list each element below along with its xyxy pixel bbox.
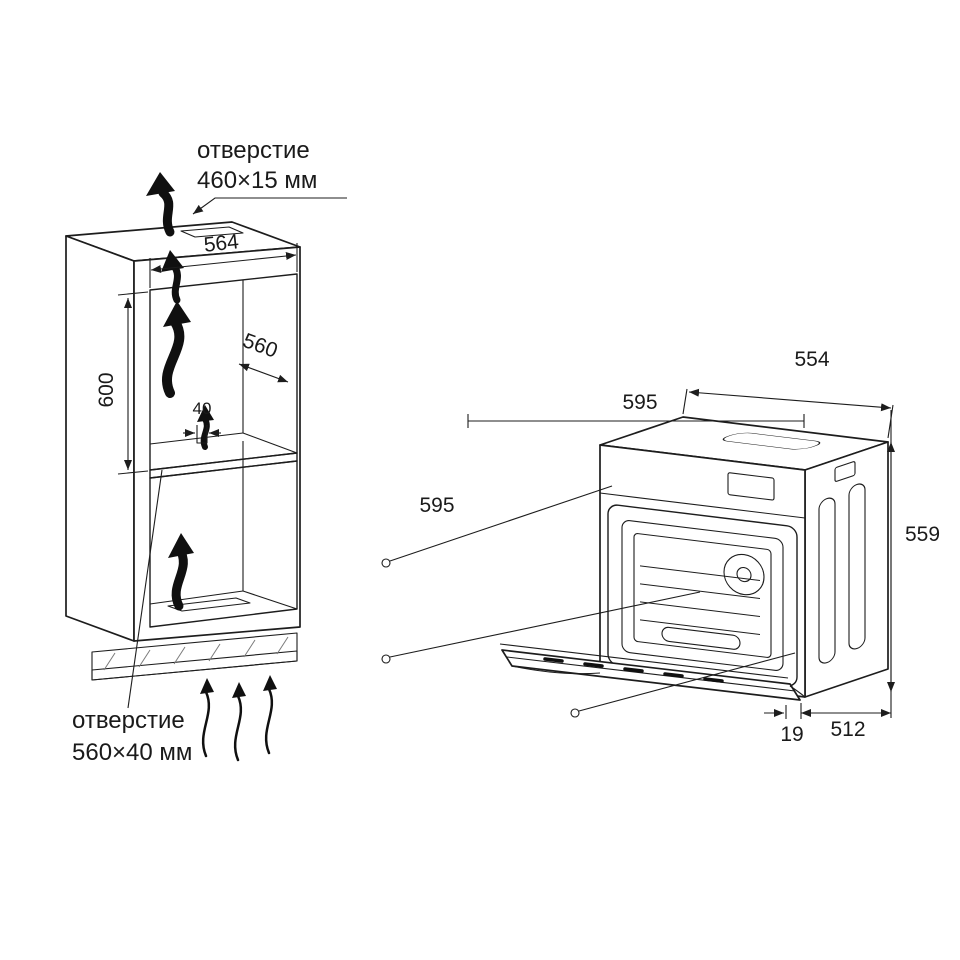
dim-label-19: 19 [780,723,803,746]
convection-fan-icon [723,553,765,596]
dim-label-559: 559 [905,523,940,546]
oven-diagram: 554 595 595 559 512 19 [381,348,940,746]
top-opening-label: отверстие 460×15 мм [192,137,347,215]
door-hinge-curve-left [511,665,601,675]
oven-racks [640,565,760,636]
dimension-front-width: 595 [467,391,805,428]
dim-label-564: 564 [203,230,241,257]
cabinet-diagram: 564 600 560 40 отверстие 460×15 мм отвер… [65,137,347,766]
oven-top-details [722,432,821,450]
oven-door-open [499,643,806,701]
dimension-top-width: 554 [682,348,894,439]
oven-leader-lines [381,485,796,718]
top-vent-recess [722,432,821,450]
oven-side-details [818,461,866,664]
airflow-wave-arrows-icon [200,675,277,762]
side-slot-1 [818,497,836,664]
cabinet-top-vent-slot [180,226,244,238]
plinth-hatching [103,636,289,671]
control-display [727,472,775,501]
dimension-height: 559 [887,410,940,718]
airflow-arrow-gap-icon [197,405,214,450]
door-glass [621,520,784,671]
control-panel-divider [600,492,805,519]
door-vent-slots [543,657,724,683]
bottom-opening-leader-line [127,469,163,709]
dimension-door-thickness: 19 [764,705,804,746]
bottom-opening-text-1: отверстие [72,707,185,734]
dim-label-600: 600 [95,372,118,407]
dimension-depth: 595 [419,494,454,517]
dim-label-512: 512 [830,718,865,741]
top-opening-leader-line [192,197,347,215]
dim-label-595-left: 595 [419,494,454,517]
cabinet-plinth [91,632,298,681]
dim-label-554: 554 [794,348,829,371]
door-hinge-curve-right [789,685,806,698]
dim-label-40: 40 [193,399,212,418]
dimension-back-gap: 40 [183,399,221,444]
door-panel [501,649,801,701]
dimension-base-depth: 512 [800,703,891,741]
bottom-opening-text-2: 560×40 мм [72,739,192,766]
dimension-niche-width: 564 [149,230,298,288]
top-opening-text-1: отверстие [197,137,310,164]
airflow-arrow-top-icon [146,172,175,237]
oven-front-details [600,472,805,687]
airflow-arrow-niche-main-icon [162,301,191,398]
oven-cavity [633,533,772,658]
dimension-niche-height: 600 [95,291,149,475]
dim-label-595-top: 595 [622,391,657,414]
door-handle [499,643,789,679]
airflow-arrow-lower-icon [168,533,194,611]
mounting-bracket [834,461,856,482]
top-opening-text-2: 460×15 мм [197,167,317,194]
cavity-floor-recess [661,626,741,650]
side-slot-2 [848,483,866,650]
bottom-opening-label: отверстие 560×40 мм [72,469,192,766]
